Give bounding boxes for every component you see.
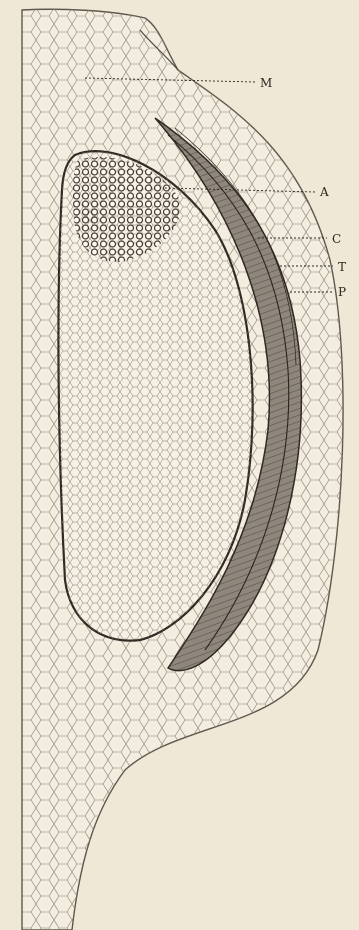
label-M: M [260,76,272,90]
label-A: A [319,185,329,199]
label-C: C [332,232,341,246]
label-P: P [338,285,346,299]
label-T: T [338,260,346,274]
